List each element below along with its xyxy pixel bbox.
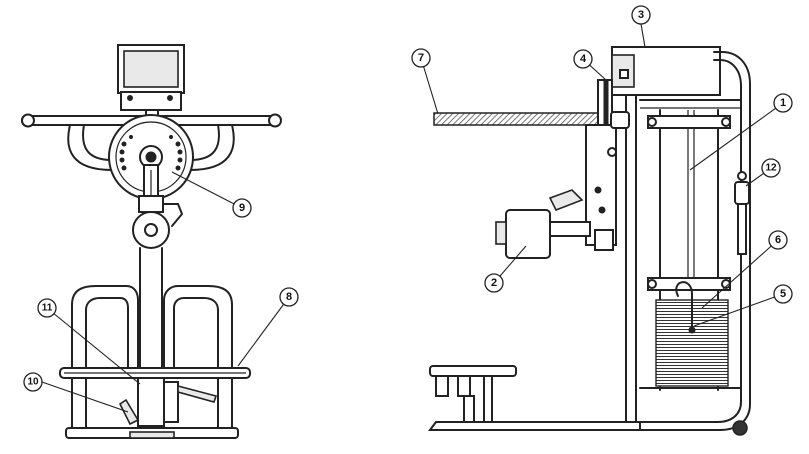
- svg-text:12: 12: [765, 163, 777, 174]
- side-top-box: [611, 46, 721, 96]
- callout-11: 11: [37, 298, 57, 318]
- svg-text:7: 7: [418, 52, 424, 64]
- svg-text:2: 2: [491, 277, 497, 289]
- callout-3: 3: [631, 5, 651, 25]
- callout-5: 5: [773, 284, 793, 304]
- callout-2: 2: [484, 273, 504, 293]
- callout-9: 9: [232, 198, 252, 218]
- callout-7: 7: [411, 48, 431, 68]
- callout-8: 8: [279, 287, 299, 307]
- front-view: [21, 44, 282, 439]
- svg-text:9: 9: [239, 202, 245, 214]
- callout-12: 12: [761, 158, 781, 178]
- svg-text:5: 5: [780, 288, 786, 300]
- callout-10: 10: [23, 372, 43, 392]
- callout-4: 4: [573, 49, 593, 69]
- side-motor: [495, 209, 591, 259]
- svg-text:3: 3: [638, 9, 644, 21]
- svg-text:8: 8: [286, 291, 292, 303]
- side-weight-stack: [639, 109, 741, 391]
- front-frame: [65, 285, 239, 439]
- callout-1: 1: [773, 93, 793, 113]
- side-mechanism: [548, 79, 630, 251]
- front-crank-arm: [132, 164, 183, 249]
- callout-6: 6: [768, 230, 788, 250]
- side-step: [428, 365, 641, 431]
- side-view: [428, 46, 751, 436]
- svg-text:1: 1: [780, 97, 786, 109]
- svg-text:6: 6: [775, 234, 781, 246]
- svg-text:10: 10: [27, 377, 39, 388]
- svg-text:11: 11: [42, 303, 53, 314]
- svg-text:4: 4: [580, 53, 587, 65]
- hatched-board: [433, 112, 611, 126]
- side-hand-grip: [734, 171, 750, 255]
- front-platform: [59, 367, 251, 427]
- callouts: 1 2 3 4 5 6 7 8 9 10 11 12: [23, 5, 793, 413]
- front-monitor: [117, 44, 185, 121]
